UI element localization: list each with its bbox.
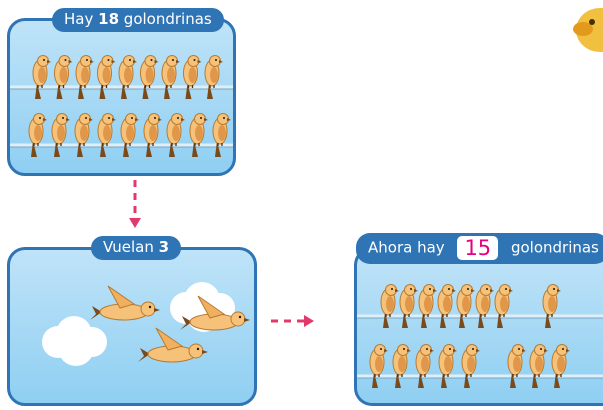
panel-initial-swallows xyxy=(7,18,236,176)
swallow-icon xyxy=(418,284,437,328)
answer-box: 15 xyxy=(455,234,501,262)
swallow-icon xyxy=(183,55,202,99)
swallow-icon xyxy=(180,295,250,331)
label-initial-count: Hay 18 golondrinas xyxy=(52,8,224,32)
arrow-down-icon xyxy=(129,180,141,228)
swallow-icon xyxy=(438,344,457,388)
swallow-icon xyxy=(74,113,93,157)
swallow-icon xyxy=(90,285,160,321)
swallow-icon xyxy=(392,344,411,388)
swallow-icon xyxy=(212,113,231,157)
label-remaining-count: Ahora hay 15 golondrinas xyxy=(356,233,603,264)
flying-swallows-scene xyxy=(42,282,250,366)
swallow-icon xyxy=(28,113,47,157)
label-number: 18 xyxy=(98,10,120,28)
swallow-icon xyxy=(97,113,116,157)
label-text-after: golondrinas xyxy=(123,10,212,28)
swallow-icon xyxy=(51,113,70,157)
swallow-icon xyxy=(32,55,51,99)
swallow-icon xyxy=(461,344,480,388)
character-peek-decoration xyxy=(573,8,603,52)
swallow-icon xyxy=(380,284,399,328)
label-text-before: Vuelan xyxy=(103,238,154,256)
swallow-icon xyxy=(189,113,208,157)
cloud-icon xyxy=(42,316,107,366)
swallow-icon xyxy=(369,344,388,388)
swallow-icon xyxy=(399,284,418,328)
label-text-after: golondrinas xyxy=(510,238,599,257)
swallow-icon xyxy=(437,284,456,328)
label-number: 3 xyxy=(158,238,170,256)
label-flying-count: Vuelan 3 xyxy=(91,236,182,260)
swallow-icon xyxy=(161,55,180,99)
swallow-icon xyxy=(415,344,434,388)
label-text-before: Ahora hay xyxy=(368,238,445,257)
swallow-icon xyxy=(97,55,116,99)
swallow-icon xyxy=(204,55,223,99)
panel-remaining-swallows xyxy=(354,247,603,406)
swallow-icon xyxy=(475,284,494,328)
swallow-icon xyxy=(494,284,513,328)
swallow-icon xyxy=(166,113,185,157)
swallow-icon xyxy=(143,113,162,157)
panel-flying-swallows xyxy=(7,247,257,406)
swallow-icon xyxy=(120,113,139,157)
swallow-icon xyxy=(551,344,570,388)
swallows-on-wires-15 xyxy=(357,284,603,388)
arrow-right-icon xyxy=(271,315,314,327)
swallow-icon xyxy=(140,55,159,99)
swallow-icon xyxy=(54,55,73,99)
swallow-icon xyxy=(507,344,526,388)
swallow-icon xyxy=(75,55,94,99)
swallow-icon xyxy=(529,344,548,388)
swallow-icon xyxy=(138,327,208,363)
label-text-before: Hay xyxy=(64,10,94,28)
swallows-on-wires-18 xyxy=(10,55,233,157)
swallow-icon xyxy=(118,55,137,99)
swallow-icon xyxy=(456,284,475,328)
swallow-icon xyxy=(542,284,561,328)
